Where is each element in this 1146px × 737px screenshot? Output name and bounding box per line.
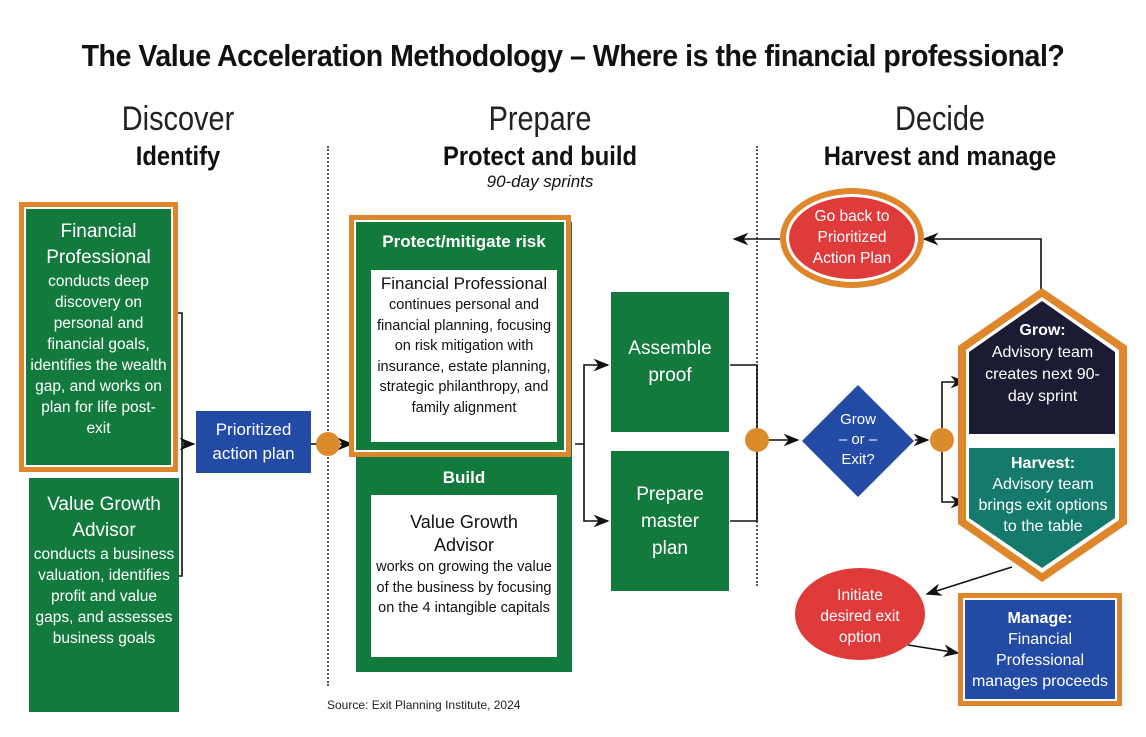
card-heading: Value Growth Advisor [47, 494, 161, 541]
phase-name: Decide [895, 100, 985, 138]
grow-text: Grow: Advisory team creates next 90-day … [975, 320, 1110, 408]
source-note: Source: Exit Planning Institute, 2024 [327, 698, 521, 712]
card-body: works on growing the value of the busine… [376, 559, 552, 616]
junction-dot [930, 428, 954, 452]
phase-prepare: Prepare Protect and build 90-day sprints [380, 100, 700, 192]
master-plan-label: Prepare master plan [636, 483, 704, 559]
phase-decide: Decide Harvest and manage [780, 100, 1100, 172]
phase-subtitle: Identify [135, 141, 221, 171]
card-heading: Financial Professional [46, 221, 151, 268]
grow-body: Advisory team creates next 90-day sprint [985, 344, 1100, 405]
phase-subtitle: Protect and build [442, 141, 638, 171]
decision-line: Grow [840, 411, 876, 428]
manage-heading: Manage: [1007, 610, 1073, 627]
manage-box: Manage: Financial Professional manages p… [965, 600, 1115, 699]
harvest-heading: Harvest: [1010, 455, 1076, 472]
card-body: conducts deep discovery on personal and … [30, 273, 167, 437]
harvest-text: Harvest: Advisory team brings exit optio… [978, 453, 1108, 537]
decision-line: – or – [838, 431, 878, 448]
assemble-proof-label: Assemble proof [628, 338, 712, 386]
decision-diamond [802, 385, 914, 497]
phase-note: 90-day sprints [486, 172, 594, 191]
connector-prepare-master [583, 444, 610, 528]
protect-financial-professional-box: Financial Professional continues persona… [371, 270, 557, 442]
grow-heading: Grow: [1019, 322, 1066, 339]
financial-professional-box: Financial Professional conducts deep dis… [26, 209, 171, 465]
manage-card: Manage: Financial Professional manages p… [958, 593, 1122, 706]
connector-harvest-initiate [925, 566, 1013, 596]
connector-initiate-manage [907, 644, 960, 658]
card-body: conducts a business valuation, identifie… [33, 546, 175, 647]
assemble-proof-box: Assemble proof [611, 292, 729, 432]
decision-label: Grow – or – Exit? [820, 410, 896, 470]
protect-white-frame [354, 220, 566, 452]
grow-panel [969, 301, 1115, 434]
connector-grow-goback [922, 232, 1042, 290]
initiate-label: Initiate desired exit option [820, 587, 900, 646]
financial-professional-card: Financial Professional conducts deep dis… [19, 202, 178, 472]
go-back-label: Go back to Prioritized Action Plan [812, 208, 892, 267]
initiate-ellipse [795, 568, 925, 660]
value-growth-advisor-box: Value Growth Advisor conducts a business… [29, 478, 179, 712]
card-heading: Financial Professional [380, 274, 548, 293]
harvest-panel [969, 448, 1115, 568]
decision-line: Exit? [841, 451, 875, 468]
harvest-body: Advisory team brings exit options to the… [978, 476, 1108, 535]
connector-to-grow [941, 375, 967, 428]
action-plan-label: Prioritized action plan [212, 420, 295, 463]
card-body: continues personal and financial plannin… [376, 297, 552, 416]
protect-orange-frame [349, 215, 571, 457]
prepare-master-plan-box: Prepare master plan [611, 451, 729, 591]
go-back-ellipse [780, 188, 924, 288]
junction-dot [316, 432, 340, 456]
phase-subtitle: Harvest and manage [823, 141, 1057, 171]
diagram-title: The Value Acceleration Methodology – Whe… [81, 38, 1065, 73]
build-header: Build [442, 468, 486, 487]
phase-name: Discover [121, 100, 235, 138]
phase-discover: Discover Identify [48, 100, 308, 172]
junction-dot [745, 428, 769, 452]
prioritized-action-plan-box: Prioritized action plan [196, 411, 311, 473]
build-value-growth-advisor-box: Value Growth Advisor works on growing th… [371, 495, 557, 657]
grow-harvest-shape [958, 288, 1127, 582]
connector-to-harvest [941, 452, 967, 509]
phase-divider [327, 146, 329, 686]
manage-body: Financial Professional manages proceeds [971, 631, 1109, 690]
connector-prepare-split [575, 358, 610, 445]
phase-name: Prepare [488, 100, 592, 138]
card-heading: Value Growth Advisor [410, 512, 518, 555]
protect-header: Protect/mitigate risk [382, 232, 546, 251]
